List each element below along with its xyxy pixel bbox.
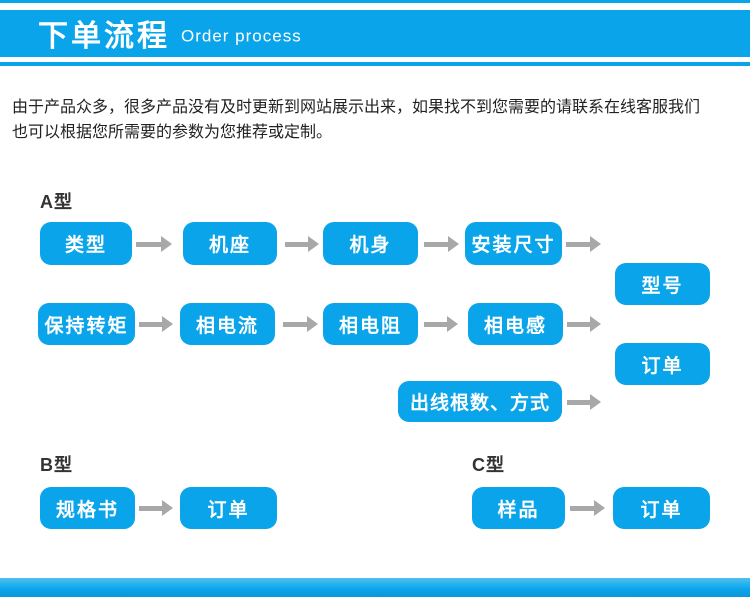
node-lead-wires: 出线根数、方式 <box>398 381 562 422</box>
node-type: 类型 <box>40 222 132 265</box>
flow-arrow-icon <box>567 394 601 410</box>
node-mounting-size: 安装尺寸 <box>465 222 562 265</box>
flow-arrow-icon <box>567 316 601 332</box>
footer-bar <box>0 578 750 597</box>
section-label-type-b: B型 <box>40 455 73 475</box>
flow-arrow-icon <box>424 236 459 252</box>
node-order-c: 订单 <box>613 487 710 529</box>
node-spec-sheet: 规格书 <box>40 487 135 529</box>
node-sample: 样品 <box>472 487 565 529</box>
node-body: 机身 <box>323 222 418 265</box>
node-holding-torque: 保持转矩 <box>38 303 135 345</box>
node-phase-current: 相电流 <box>180 303 275 345</box>
flow-arrow-icon <box>139 316 173 332</box>
flow-arrow-icon <box>570 500 605 516</box>
header-top-rule <box>0 0 750 3</box>
node-frame-size: 机座 <box>183 222 277 265</box>
flow-arrow-icon <box>136 236 172 252</box>
section-label-type-c: C型 <box>472 455 505 475</box>
node-order-b: 订单 <box>180 487 277 529</box>
section-label-type-a: A型 <box>40 192 73 212</box>
page-title: 下单流程 <box>38 19 170 53</box>
page-subtitle: Order process <box>181 25 302 45</box>
node-phase-inductance: 相电感 <box>468 303 563 345</box>
intro-line-1: 由于产品众多，很多产品没有及时更新到网站展示出来，如果找不到您需要的请联系在线客… <box>12 99 701 116</box>
node-model: 型号 <box>615 263 710 305</box>
node-order-a: 订单 <box>615 343 710 385</box>
header-bottom-rule <box>0 62 750 66</box>
flow-arrow-icon <box>139 500 173 516</box>
flow-arrow-icon <box>424 316 458 332</box>
flow-arrow-icon <box>285 236 319 252</box>
header-bar: 下单流程 Order process <box>0 10 750 57</box>
intro-text: 由于产品众多，很多产品没有及时更新到网站展示出来，如果找不到您需要的请联系在线客… <box>12 95 746 145</box>
flow-arrow-icon <box>566 236 601 252</box>
intro-line-2: 也可以根据您所需要的参数为您推荐或定制。 <box>12 124 333 141</box>
node-phase-resistance: 相电阻 <box>323 303 418 345</box>
flow-arrow-icon <box>283 316 318 332</box>
